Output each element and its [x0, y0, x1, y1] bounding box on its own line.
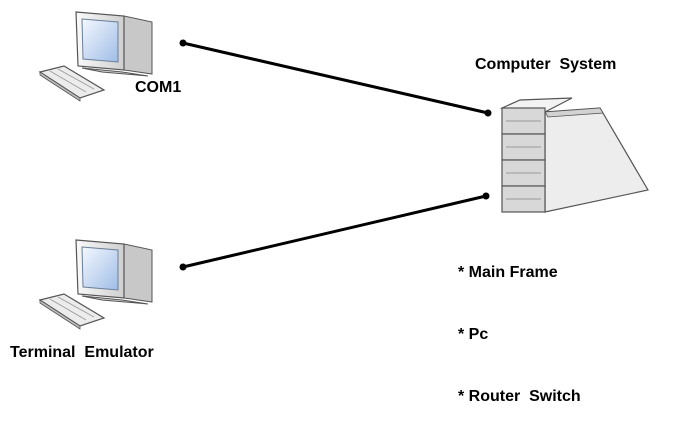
desktop-computer-icon	[38, 239, 153, 330]
computer-system-label: Computer System	[475, 56, 617, 73]
connection-terminal	[179, 192, 490, 271]
server-tower-icon	[499, 97, 649, 213]
desktop-computer-icon	[38, 11, 153, 102]
diagram-canvas	[38, 11, 649, 330]
list-item: * Main Frame	[458, 264, 558, 281]
com1-label: COM1	[135, 79, 182, 96]
connection-com1	[179, 39, 492, 117]
system-item-list: * Main Frame * Pc * Router Switch	[458, 222, 581, 448]
terminal-emulator-label: Terminal Emulator	[10, 344, 154, 361]
network-diagram: COM1 Computer System * Main Frame * Pc *…	[10, 11, 649, 405]
list-item: * Pc	[458, 326, 489, 343]
list-item: * Router Switch	[458, 388, 581, 405]
